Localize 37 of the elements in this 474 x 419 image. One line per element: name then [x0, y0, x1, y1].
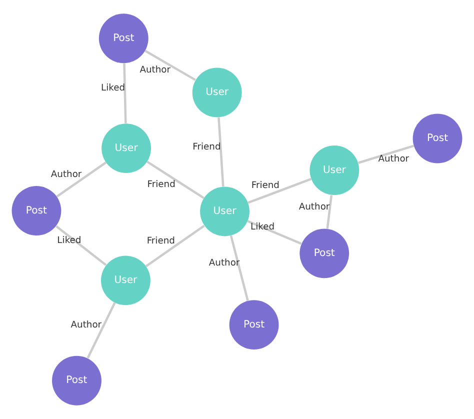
connector: [56, 225, 107, 266]
edge-label: Friend: [192, 142, 221, 152]
edge-label: Friend: [146, 236, 175, 246]
edge-label: Liked: [57, 236, 82, 246]
connector: [146, 160, 205, 200]
connector: [358, 144, 414, 164]
edge-label: Author: [140, 66, 171, 76]
connector: [86, 302, 116, 359]
edge-label: Friend: [251, 181, 280, 192]
node-circle: Post: [98, 14, 148, 64]
node-circle: User: [310, 146, 360, 195]
connector: [247, 220, 302, 245]
node-circle: User: [200, 186, 250, 236]
connector: [123, 63, 127, 124]
edge-label: Author: [208, 258, 240, 268]
connector: [145, 224, 205, 268]
node-circle: Post: [412, 114, 462, 164]
edge-label: Liked: [101, 84, 126, 94]
edge-label: Author: [378, 154, 410, 165]
node-circle: User: [100, 256, 150, 306]
node-circle: Post: [300, 228, 350, 278]
edge-label: Friend: [147, 180, 176, 190]
node-circle: User: [102, 124, 151, 174]
connector: [248, 178, 312, 204]
connector: [56, 161, 107, 198]
connector: [326, 195, 333, 229]
connector: [144, 50, 196, 81]
edge-label: Author: [50, 170, 82, 180]
node-circle: User: [192, 68, 242, 118]
node-circle: Post: [12, 186, 62, 236]
edge-label: Liked: [250, 222, 275, 233]
edge-label: Author: [70, 320, 102, 331]
node-circle: Post: [52, 356, 102, 406]
edge-label: Author: [298, 202, 330, 212]
connector: [218, 117, 224, 187]
connector: [230, 235, 249, 302]
node-circle: Post: [229, 300, 279, 350]
